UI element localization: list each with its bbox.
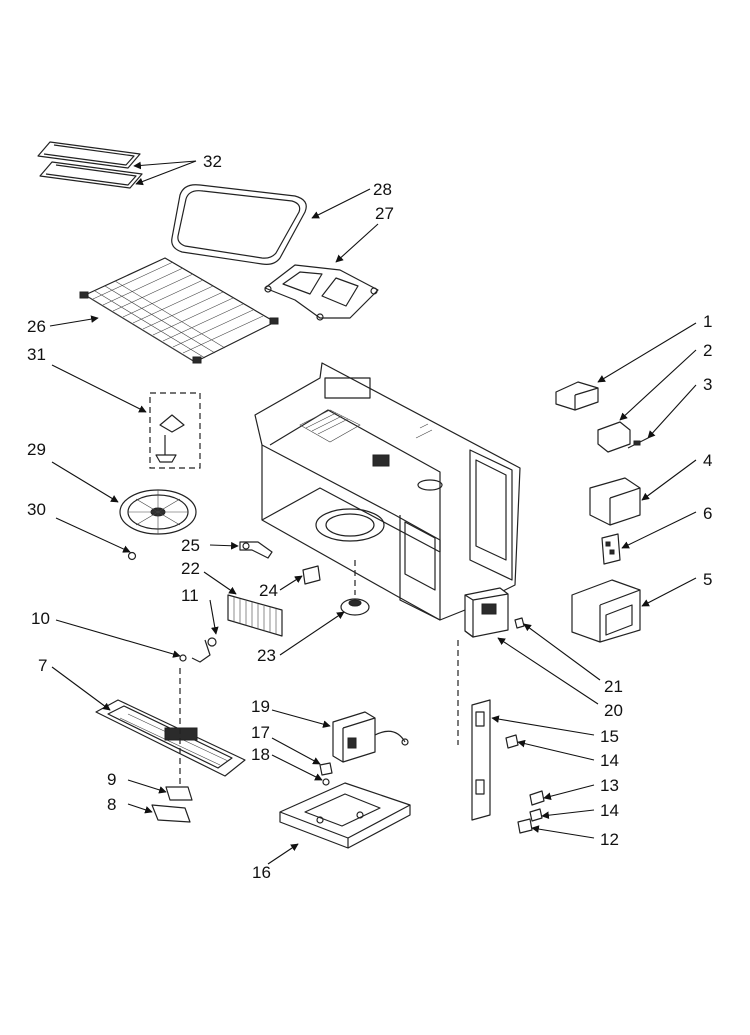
part-1-interlock bbox=[555, 381, 599, 411]
part-6-board bbox=[601, 533, 621, 565]
callout-21: 21 bbox=[604, 677, 623, 696]
main-cavity bbox=[254, 362, 521, 621]
callout-18: 18 bbox=[251, 745, 270, 764]
part-12-switch bbox=[517, 818, 533, 834]
callout-1: 1 bbox=[703, 312, 712, 331]
callout-2: 2 bbox=[703, 341, 712, 360]
callout-22: 22 bbox=[181, 559, 200, 578]
part-13-switch bbox=[529, 790, 545, 806]
callout-16: 16 bbox=[252, 863, 271, 882]
part-32-filters bbox=[37, 141, 143, 189]
callout-29: 29 bbox=[27, 440, 46, 459]
callout-13: 13 bbox=[600, 776, 619, 795]
part-22-vent bbox=[227, 594, 283, 637]
part-9-light-lens bbox=[165, 786, 193, 801]
part-2-capacitor bbox=[597, 421, 631, 453]
part-11-thermal-cutout bbox=[191, 637, 217, 663]
callout-3: 3 bbox=[703, 375, 712, 394]
part-29-turntable-support bbox=[119, 489, 197, 535]
callout-8: 8 bbox=[107, 795, 116, 814]
part-5-duct-housing bbox=[571, 579, 641, 643]
callout-4: 4 bbox=[703, 451, 712, 470]
callout-23: 23 bbox=[257, 646, 276, 665]
callout-19: 19 bbox=[251, 697, 270, 716]
callout-5: 5 bbox=[703, 570, 712, 589]
callout-9: 9 bbox=[107, 770, 116, 789]
part-30-screw bbox=[127, 551, 137, 561]
callout-11: 11 bbox=[181, 586, 199, 605]
part-17-fuse-holder bbox=[319, 762, 333, 776]
part-7-vent-panel bbox=[95, 668, 246, 800]
callout-31: 31 bbox=[27, 345, 46, 364]
callout-24: 24 bbox=[259, 581, 278, 600]
callout-10: 10 bbox=[31, 609, 50, 628]
part-31-turntable-drive bbox=[149, 392, 201, 469]
leader-lines bbox=[49, 160, 697, 865]
callout-15: 15 bbox=[600, 727, 619, 746]
part-19-transformer bbox=[332, 711, 409, 763]
callout-27: 27 bbox=[375, 204, 394, 223]
part-21-screw bbox=[514, 617, 525, 629]
callout-32: 32 bbox=[203, 152, 222, 171]
callout-30: 30 bbox=[27, 500, 46, 519]
part-18-screw bbox=[322, 778, 330, 786]
part-14-switch-upper bbox=[505, 734, 519, 749]
part-27-bracket bbox=[264, 264, 379, 321]
part-15-switch-bracket bbox=[471, 699, 491, 821]
part-20-magnetron bbox=[457, 587, 509, 745]
callout-7: 7 bbox=[38, 656, 47, 675]
callout-28: 28 bbox=[373, 180, 392, 199]
part-8-light-cover bbox=[151, 804, 191, 823]
part-14-switch-lower bbox=[529, 808, 543, 822]
callout-26: 26 bbox=[27, 317, 46, 336]
part-24-clip bbox=[302, 565, 321, 585]
part-25-stirrer bbox=[239, 541, 273, 559]
part-23-fan-motor bbox=[340, 560, 370, 616]
part-3-diode bbox=[627, 437, 649, 449]
part-10-fuse bbox=[179, 654, 187, 662]
part-28-gasket bbox=[171, 184, 307, 265]
callout-17: 17 bbox=[251, 723, 270, 742]
callout-20: 20 bbox=[604, 701, 623, 720]
callout-14-lower: 14 bbox=[600, 801, 619, 820]
callout-14-upper: 14 bbox=[600, 751, 619, 770]
callout-6: 6 bbox=[703, 504, 712, 523]
callout-25: 25 bbox=[181, 536, 200, 555]
callout-12: 12 bbox=[600, 830, 619, 849]
part-26-grille bbox=[79, 257, 279, 364]
callout-labels: 32 28 27 26 31 29 30 25 22 24 11 10 23 7… bbox=[27, 152, 712, 882]
part-4-duct bbox=[589, 477, 641, 526]
part-16-base-plate bbox=[279, 782, 411, 849]
